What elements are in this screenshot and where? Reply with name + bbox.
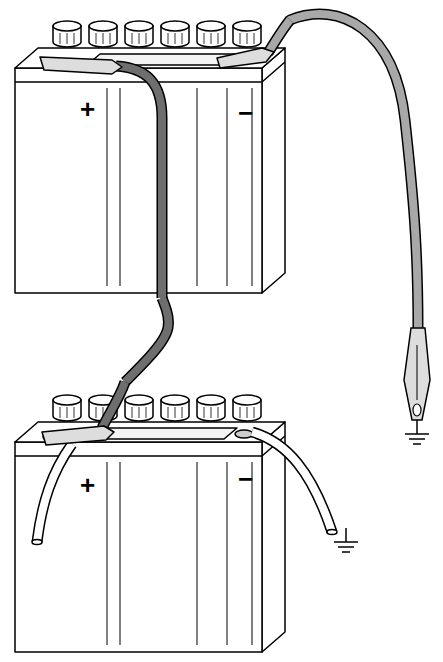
battery-cable — [37, 444, 72, 542]
battery-drawing — [12, 8, 290, 298]
battery-rib — [107, 462, 108, 645]
polarity-mark-negative: − — [238, 466, 253, 492]
cable-end — [32, 540, 42, 545]
ground-symbol — [334, 542, 358, 552]
vent-cap — [89, 21, 117, 47]
battery-cable — [252, 432, 332, 532]
ground-cable — [290, 14, 418, 330]
battery-rib — [120, 88, 121, 286]
battery-rib — [227, 88, 228, 286]
jumper-cable-end-outline — [102, 382, 125, 428]
ground-symbol — [405, 434, 429, 444]
jumper-cable-end — [116, 66, 162, 298]
polarity-mark-positive: + — [80, 96, 95, 122]
vent-cap — [197, 395, 225, 421]
ground-lead — [345, 528, 347, 542]
vent-cap — [233, 395, 261, 421]
battery-rib — [197, 88, 198, 286]
cable-clamp — [42, 426, 114, 445]
vent-cap — [161, 395, 189, 421]
polarity-mark-positive: + — [80, 472, 95, 498]
battery-rib — [197, 462, 198, 645]
cable-clamp — [40, 57, 122, 74]
vent-cap — [125, 21, 153, 47]
vent-cap — [197, 21, 225, 47]
jumper-cable-end — [102, 382, 125, 428]
clamp-jaw-line — [417, 345, 418, 400]
ground-lead — [416, 420, 418, 434]
battery-rib — [107, 88, 108, 286]
cable-outline — [125, 298, 169, 382]
battery-side — [262, 422, 285, 652]
battery: +− — [12, 8, 290, 298]
battery-side — [262, 48, 285, 293]
vent-cap — [53, 395, 81, 421]
battery-rib — [120, 462, 121, 645]
battery-cable-outline — [37, 444, 72, 542]
battery-front — [15, 68, 262, 293]
terminal-post — [235, 430, 253, 438]
battery-rib — [227, 462, 228, 645]
vent-cap — [53, 21, 81, 47]
vent-cap — [125, 395, 153, 421]
battery: +− — [12, 382, 290, 657]
ground-cable-end — [268, 20, 290, 53]
battery-cable-outline — [252, 432, 332, 532]
ground-cable-outline — [290, 14, 418, 330]
battery-front — [15, 442, 262, 652]
cable-clamp — [404, 328, 430, 420]
jumper-cable-end-outline — [116, 66, 162, 298]
battery-drawing — [12, 382, 290, 657]
jumper-cable — [125, 298, 169, 382]
ground-cable-end-outline — [268, 20, 290, 53]
cable-end — [327, 530, 337, 535]
cable-clamp — [217, 48, 274, 68]
vent-cap — [161, 21, 189, 47]
polarity-mark-negative: − — [238, 100, 253, 126]
clamp-hole — [413, 404, 421, 416]
vent-cap — [233, 21, 261, 47]
